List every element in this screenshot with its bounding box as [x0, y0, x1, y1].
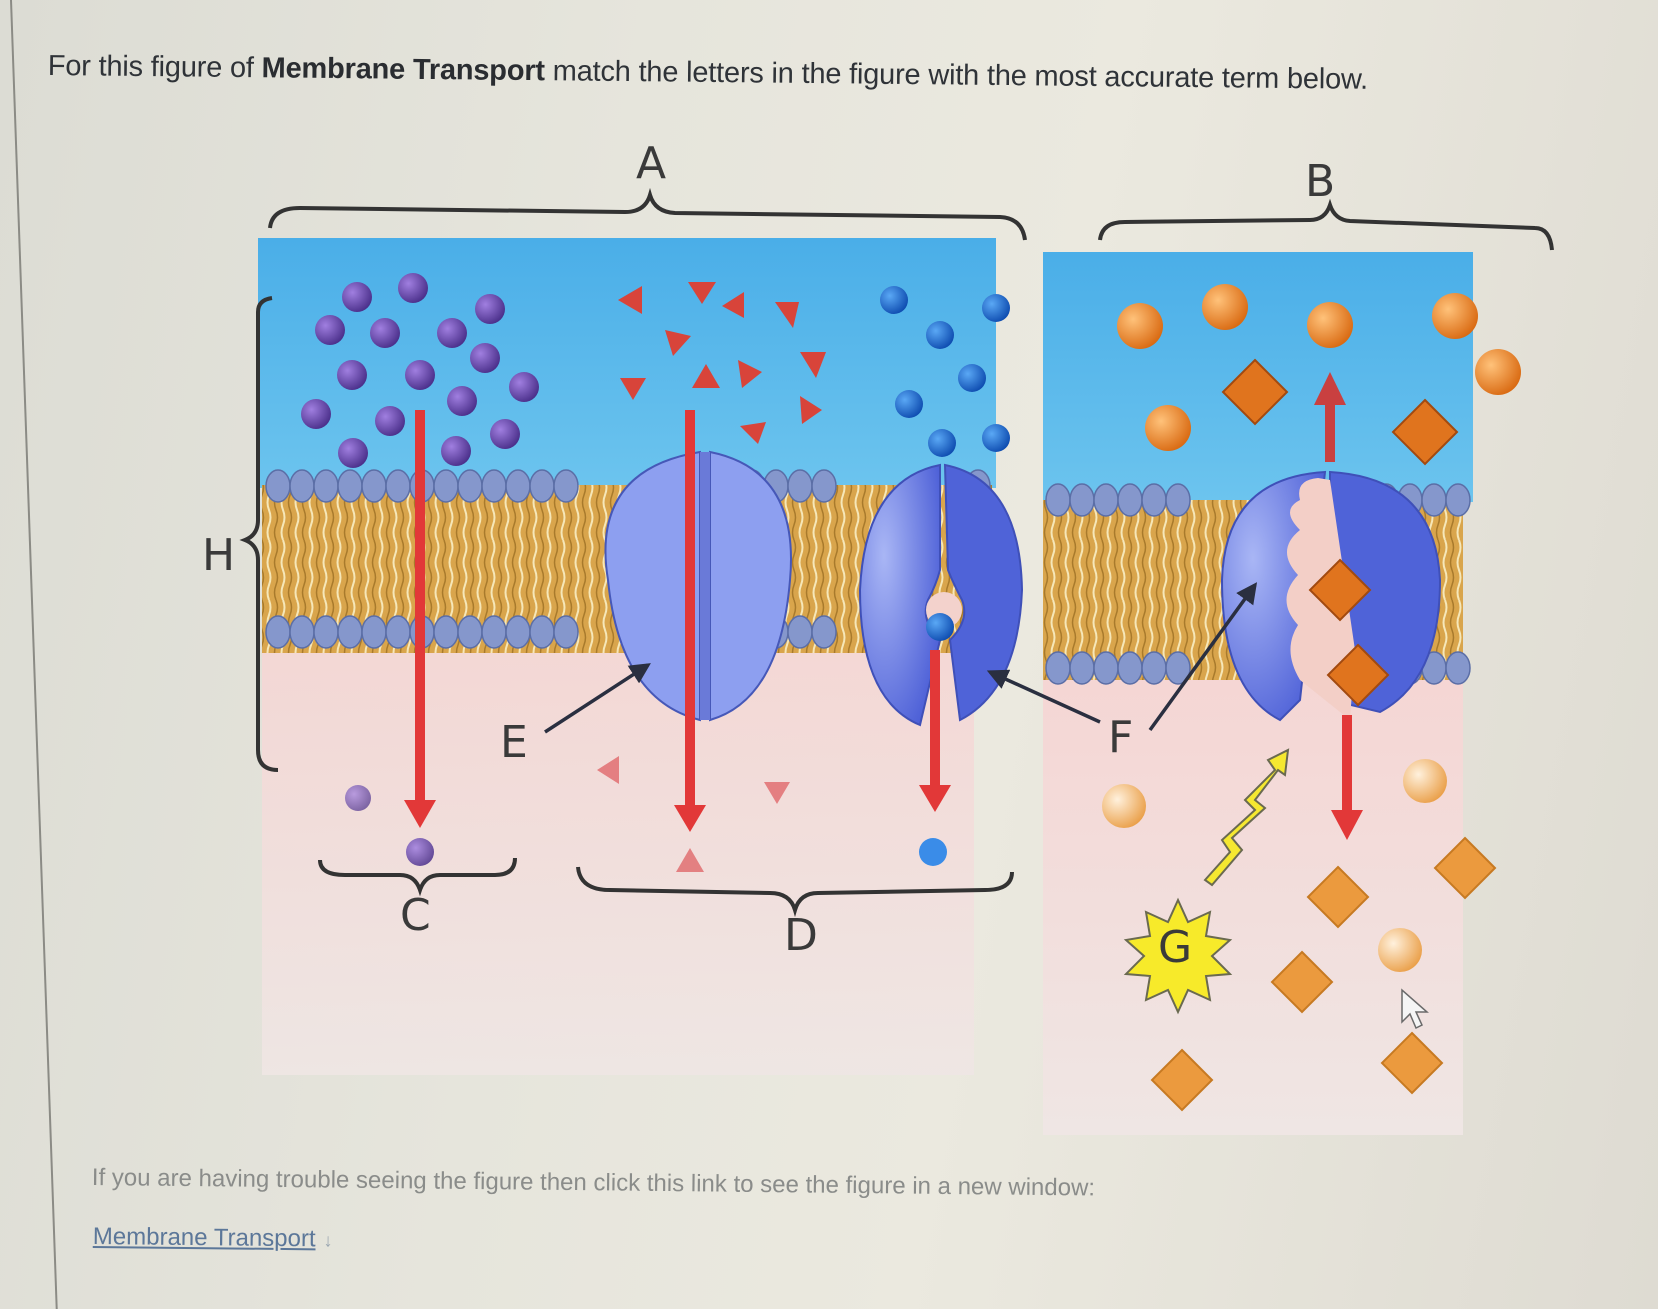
channel-protein	[604, 450, 792, 722]
membrane-transport-link[interactable]: Membrane Transport ↓	[93, 1223, 333, 1254]
brace-lines	[239, 187, 1554, 918]
page-left-border	[10, 0, 58, 1309]
arrow-down-icon	[919, 785, 951, 812]
label-b: B	[1305, 156, 1335, 207]
question-prompt: For this figure of Membrane Transport ma…	[48, 50, 1448, 98]
solutes-orange-outside	[1117, 284, 1521, 451]
arrow-down-icon	[674, 805, 706, 832]
question-bold-term: Membrane Transport	[261, 52, 546, 88]
figure-help-text: If you are having trouble seeing the fig…	[91, 1164, 1096, 1202]
panel-passive-transport	[258, 238, 1024, 1075]
phospholipid-heads-top-left	[265, 469, 991, 649]
panel-active-transport: G	[1043, 252, 1521, 1135]
label-f: F	[1108, 712, 1133, 763]
download-arrow-icon: ↓	[323, 1230, 333, 1251]
question-prefix: For this figure of	[47, 50, 262, 85]
label-d: D	[784, 910, 818, 961]
arrow-down-icon	[1331, 810, 1363, 840]
label-g: G	[1158, 922, 1192, 973]
label-c: C	[400, 890, 431, 941]
mouse-pointer-icon	[1401, 988, 1429, 1030]
solutes-orange-inside	[1102, 759, 1447, 972]
arrow-up-icon	[1314, 372, 1346, 405]
label-pointer-lines	[544, 582, 1258, 734]
link-label[interactable]: Membrane Transport	[92, 1223, 316, 1253]
label-a: A	[636, 138, 666, 189]
solutes-blue-outside	[880, 286, 1010, 457]
solutes-purple-outside	[301, 273, 539, 468]
label-h: H	[202, 530, 235, 581]
question-suffix: match the letters in the figure with the…	[544, 55, 1369, 96]
membrane-transport-figure: G A B C D E F H	[190, 130, 1570, 1150]
energy-zigzag-icon	[1203, 748, 1290, 887]
energy-starburst-icon	[1123, 897, 1233, 1015]
solutes-triangles-outside	[618, 282, 826, 444]
arrow-down-icon	[404, 800, 436, 828]
label-e: E	[500, 717, 528, 768]
